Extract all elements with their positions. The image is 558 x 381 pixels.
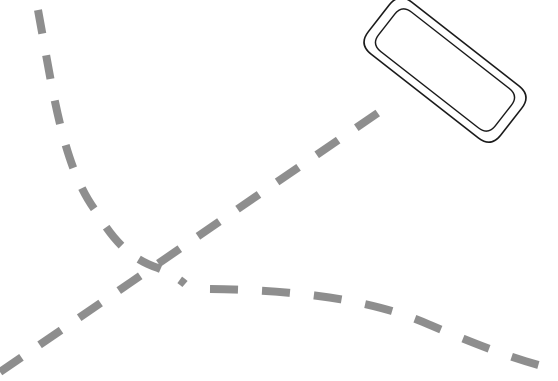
game-scene (0, 0, 558, 381)
